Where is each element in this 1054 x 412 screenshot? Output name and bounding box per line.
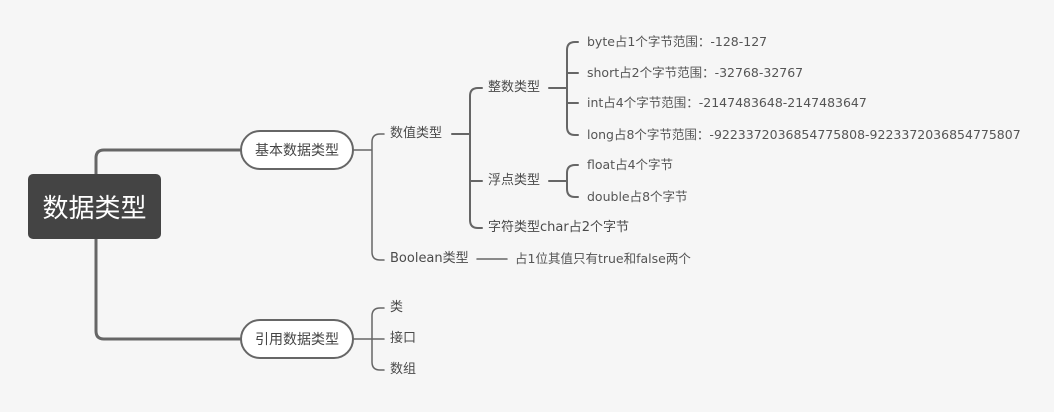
- reference-types-node[interactable]: 引用数据类型: [240, 319, 354, 359]
- connector-root-reference: [94, 237, 242, 341]
- connector-float-leaves: [548, 164, 579, 198]
- connector-reference-children: [353, 307, 385, 371]
- int-leaf[interactable]: int占4个字节范围：-2147483648-2147483647: [587, 95, 867, 110]
- char-type-node[interactable]: 字符类型char占2个字节: [488, 220, 629, 235]
- numeric-types-node[interactable]: 数值类型: [390, 126, 443, 141]
- byte-leaf[interactable]: byte占1个字节范围：-128-127: [587, 34, 768, 49]
- array-node[interactable]: 数组: [390, 362, 417, 377]
- boolean-type-node[interactable]: Boolean类型: [390, 251, 469, 266]
- connector-integer-leaves: [548, 41, 579, 136]
- basic-types-node[interactable]: 基本数据类型: [240, 130, 354, 170]
- float-types-node[interactable]: 浮点类型: [488, 173, 541, 188]
- long-leaf[interactable]: long占8个字节范围：-9223372036854775808-9223372…: [587, 127, 1021, 142]
- short-leaf[interactable]: short占2个字节范围：-32768-32767: [587, 65, 804, 80]
- class-node[interactable]: 类: [390, 300, 404, 315]
- connector-root-basic: [94, 148, 242, 176]
- integer-types-node[interactable]: 整数类型: [488, 80, 541, 95]
- connector-basic-children: [353, 133, 385, 261]
- connector-numeric-children: [451, 87, 483, 229]
- interface-node[interactable]: 接口: [390, 331, 417, 346]
- boolean-note[interactable]: 占1位其值只有true和false两个: [515, 251, 691, 266]
- double-leaf[interactable]: double占8个字节: [587, 189, 688, 204]
- root-node[interactable]: 数据类型: [28, 174, 161, 239]
- float-leaf[interactable]: float占4个字节: [587, 157, 674, 172]
